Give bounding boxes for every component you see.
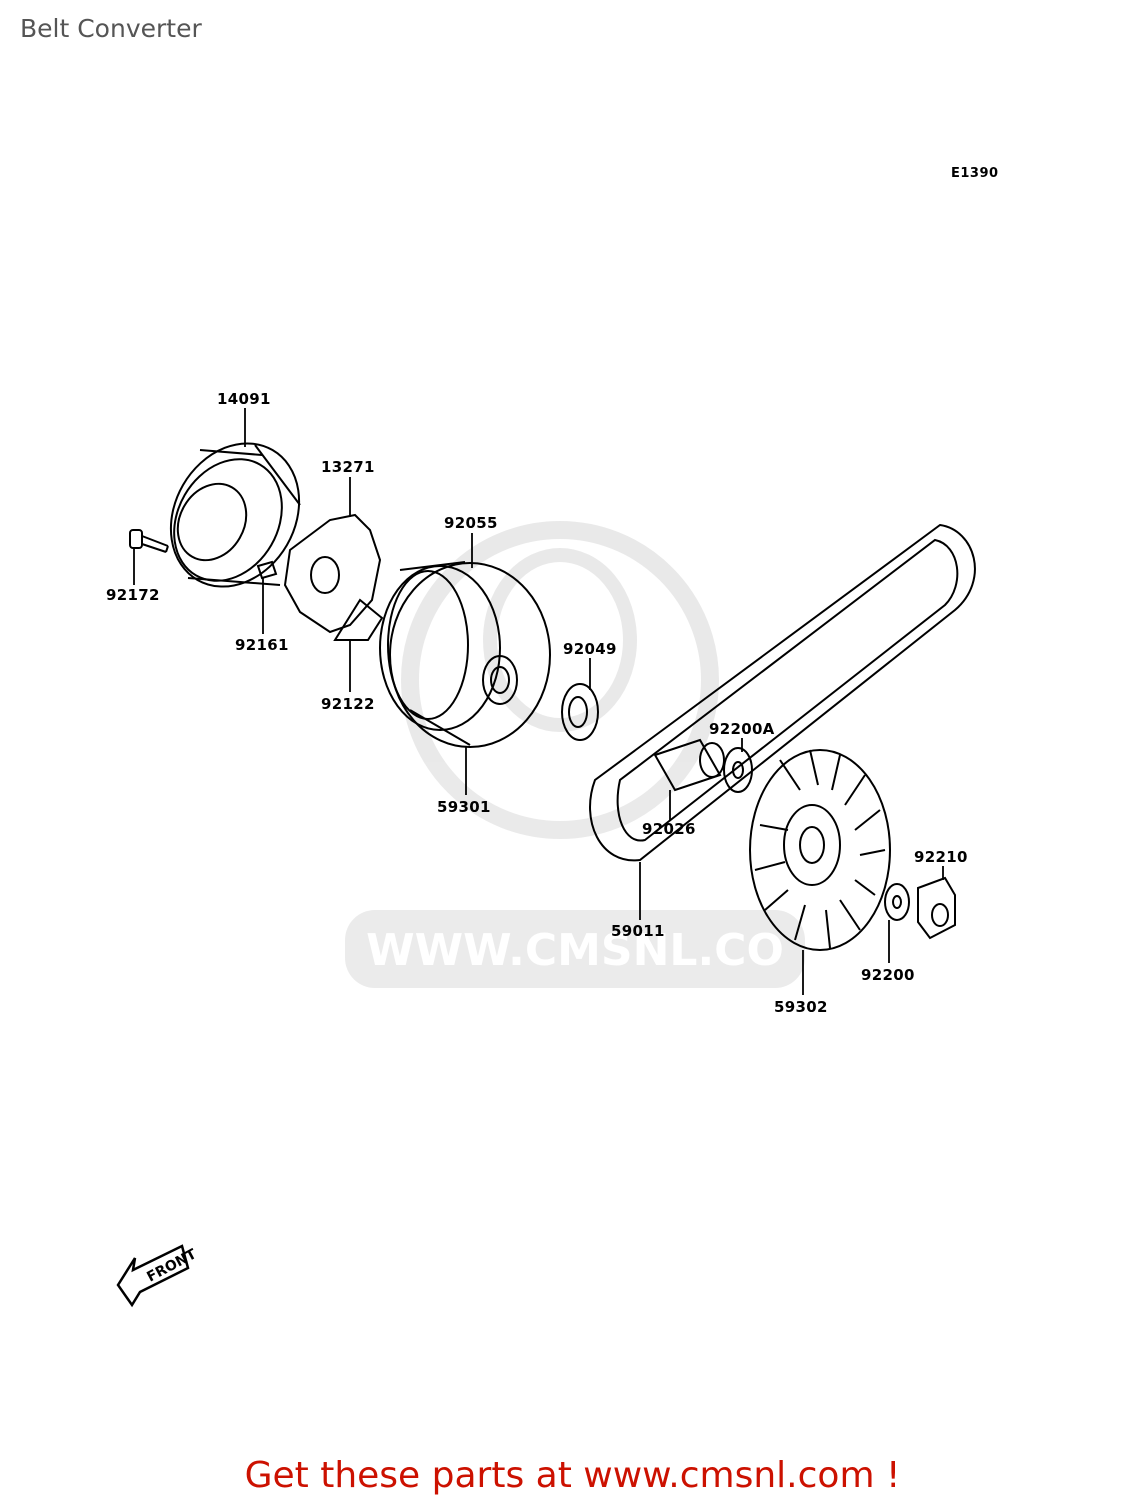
part-92200A-drawing — [723, 747, 753, 793]
part-92172-drawing — [129, 529, 169, 553]
part-label[interactable]: 59011 — [611, 922, 665, 940]
part-59302-drawing — [749, 749, 891, 951]
part-label[interactable]: 92026 — [642, 820, 696, 838]
leader-lines — [133, 408, 944, 995]
part-59011-drawing — [589, 523, 976, 862]
front-arrow-icon — [116, 1244, 190, 1308]
part-label[interactable]: 92200 — [861, 966, 915, 984]
part-label[interactable]: 92161 — [235, 636, 289, 654]
part-59301-drawing — [379, 561, 551, 748]
part-92210-drawing — [917, 876, 956, 940]
part-label[interactable]: 92055 — [444, 514, 498, 532]
part-label[interactable]: 92122 — [321, 695, 375, 713]
part-label[interactable]: 92172 — [106, 586, 160, 604]
footer-link[interactable]: Get these parts at www.cmsnl.com ! — [244, 1455, 901, 1496]
page-title: Belt Converter — [20, 14, 202, 43]
part-label[interactable]: 92049 — [563, 640, 617, 658]
diagram-code: E1390 — [951, 166, 999, 181]
part-label[interactable]: 92210 — [914, 848, 968, 866]
part-label[interactable]: 92200A — [709, 720, 775, 738]
part-92049-drawing — [561, 683, 599, 741]
part-label[interactable]: 59301 — [437, 798, 491, 816]
part-92161-drawing — [256, 560, 278, 580]
part-label[interactable]: 13271 — [321, 458, 375, 476]
watermark: WWW.CMSNL.CO — [345, 521, 805, 988]
part-label[interactable]: 14091 — [217, 390, 271, 408]
part-14091-drawing — [169, 442, 301, 588]
part-92200-drawing — [884, 883, 910, 921]
part-92026-drawing — [653, 738, 725, 792]
part-13271-drawing — [283, 513, 384, 641]
watermark-text: WWW.CMSNL.CO — [366, 925, 784, 976]
part-label[interactable]: 59302 — [774, 998, 828, 1016]
